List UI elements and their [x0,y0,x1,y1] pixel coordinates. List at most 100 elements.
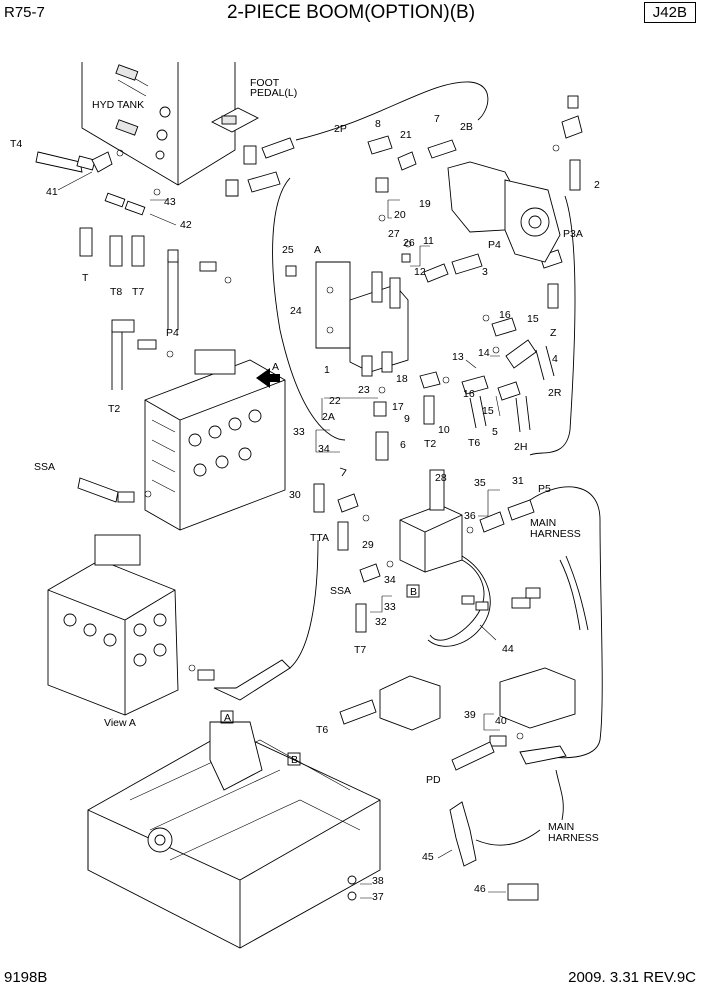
port-label: T2 [424,438,436,450]
callout-number: 37 [372,891,384,903]
revision-date: 2009. 3.31 REV.9C [568,969,696,986]
callout-number: 40 [495,715,507,727]
main-harness-label-1: MAIN [530,517,556,529]
callout-number: 46 [474,883,486,895]
main-harness-label-2: HARNESS [530,528,581,540]
callout-number: 28 [435,472,447,484]
port-label: T2 [108,403,120,415]
port-label: 2P [334,123,347,135]
port-label: SSA [34,461,55,473]
page-title: 2-PIECE BOOM(OPTION)(B) [226,2,476,23]
port-label: P4 [488,239,501,251]
callout-number: 26 [403,237,415,249]
foot-pedal-label-2: PEDAL(L) [250,87,297,99]
boom-valve-block [285,177,563,461]
port-label: PD [426,774,441,786]
callout-number: 22 [329,395,341,407]
callout-number: 12 [414,266,426,278]
port-label: 2H [514,441,527,453]
document-number: 9198B [4,969,48,986]
callout-number: 38 [372,875,384,887]
callout-number: 18 [396,373,408,385]
callout-number: 39 [464,709,476,721]
box-b [287,752,301,766]
callout-number: 2 [594,179,600,191]
callout-number: 20 [394,209,406,221]
port-label: T7 [132,286,144,298]
hyd-tank: HYD TANK [81,62,236,186]
callout-number: 16 [463,388,475,400]
callout-number: 21 [400,129,412,141]
lower-valves: MAIN HARNESS [339,667,599,901]
port-label: P5 [538,483,551,495]
callout-number: 32 [375,616,387,628]
port-label: P3A [563,228,583,240]
callout-number: 8 [375,118,381,130]
callout-numbers: 1 2 3 4 5 6 7 8 9 10 11 12 13 14 15 15 1… [46,113,600,903]
view-arrow-label: A [272,361,279,373]
callout-number: 44 [502,643,514,655]
callout-number: 33 [293,426,305,438]
leader-lines [57,171,506,899]
callout-number: 6 [400,439,406,451]
callout-number: 34 [384,574,396,586]
box-b-label: B [291,754,298,766]
box-b-2 [406,584,420,598]
port-label: T [82,272,89,284]
callout-number: 33 [384,601,396,613]
main-harness-label-4: HARNESS [548,832,599,844]
callout-number: 15 [482,405,494,417]
foot-pedal-label-1: FOOT [250,77,280,89]
port-label: T6 [468,437,480,449]
callout-number: 31 [512,475,524,487]
callout-number: 1 [324,364,330,376]
model-number: R75-7 [4,4,45,21]
shuttle-valve-harness: MAIN HARNESS [313,467,603,759]
foot-pedal: FOOT PEDAL(L) [211,77,297,133]
callout-number: 23 [358,384,370,396]
callout-number: 16 [499,309,511,321]
port-label: T4 [10,138,22,150]
box-b-2-label: B [410,586,417,598]
port-label: 2R [548,387,562,399]
callout-number: 17 [392,401,404,413]
view-arrow-icon [256,368,280,388]
callout-number: 30 [289,489,301,501]
callout-number: 29 [362,539,374,551]
callout-number: 5 [492,426,498,438]
callout-number: 36 [464,510,476,522]
main-harness-label-3: MAIN [548,821,574,833]
callout-number: 24 [290,305,302,317]
callout-number: 11 [423,235,434,247]
callout-number: 45 [422,851,434,863]
view-a-label: View A [104,717,136,729]
box-a [220,710,234,724]
pump-and-fittings [272,81,583,456]
port-label: T7 [354,644,366,656]
callout-number: 3 [482,266,488,278]
port-label: 2B [460,121,473,133]
callout-number: 35 [474,477,486,489]
callout-number: 13 [452,351,464,363]
callout-number: 19 [419,198,431,210]
view-a-valve: View A [47,534,319,729]
callout-number: 10 [438,424,450,436]
hyd-tank-label: HYD TANK [92,99,144,111]
port-label: 2A [322,411,335,423]
left-fittings [35,137,295,390]
callout-number: 15 [527,313,539,325]
port-label: TTA [310,532,329,544]
callout-number: 4 [552,353,558,365]
box-a-label: A [224,712,231,724]
port-label: T8 [110,286,122,298]
callout-number: 41 [46,186,58,198]
port-label: P4 [166,327,179,339]
port-label: T6 [316,724,328,736]
callout-number: 14 [478,347,490,359]
port-label: A [314,244,321,256]
port-label: Z [550,327,557,339]
upper-frame [87,721,381,949]
callout-number: 43 [164,196,176,208]
callout-number: 9 [404,413,410,425]
